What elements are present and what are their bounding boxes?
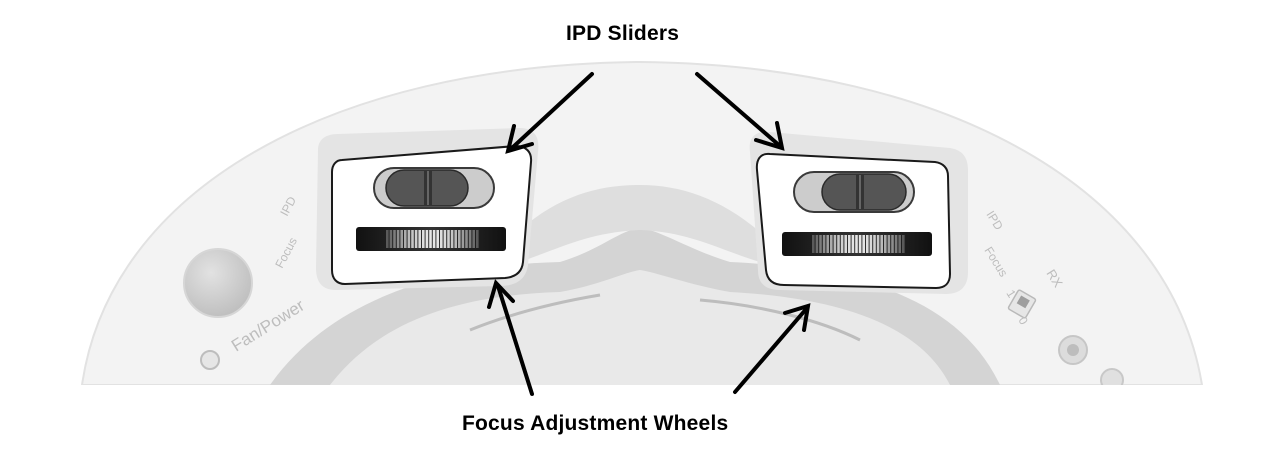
- wheel-knurl: [418, 230, 421, 248]
- wheel-knurl: [447, 230, 450, 248]
- wheel-knurl: [429, 230, 432, 248]
- wheel-knurl: [869, 235, 873, 253]
- wheel-knurl: [819, 235, 822, 253]
- left-focus-wheel[interactable]: [356, 227, 506, 251]
- wheel-knurl: [393, 230, 396, 248]
- wheel-knurl: [855, 235, 858, 253]
- wheel-knurl: [894, 235, 898, 253]
- wheel-knurl: [844, 235, 847, 253]
- wheel-knurl: [812, 235, 815, 253]
- arrow-to-right-focus-wheel: [733, 303, 811, 394]
- wheel-knurl: [411, 230, 414, 248]
- ipd-sliders-label: IPD Sliders: [566, 22, 680, 45]
- left-control-panel: [331, 144, 533, 286]
- wheel-knurl: [833, 235, 837, 253]
- fan-power-button: [183, 248, 253, 318]
- wheel-knurl: [472, 230, 475, 248]
- wheel-knurl: [830, 235, 833, 253]
- wheel-knurl: [443, 230, 447, 248]
- right-focus-wheel[interactable]: [782, 232, 932, 256]
- wheel-knurl: [815, 235, 819, 253]
- wheel-knurl: [876, 235, 880, 253]
- wheel-knurl: [873, 235, 876, 253]
- wheel-knurl: [887, 235, 891, 253]
- wheel-knurl: [891, 235, 894, 253]
- wheel-knurl: [822, 235, 826, 253]
- wheel-knurl: [458, 230, 461, 248]
- wheel-knurl: [414, 230, 418, 248]
- wheel-knurl: [826, 235, 829, 253]
- right-control-panel: [755, 152, 952, 290]
- wheel-knurl: [454, 230, 457, 248]
- wheel-knurl: [422, 230, 425, 248]
- wheel-knurl: [425, 230, 429, 248]
- wheel-knurl: [476, 230, 479, 248]
- wheel-knurl: [440, 230, 443, 248]
- wheel-knurl: [400, 230, 403, 248]
- left-ipd-slider[interactable]: [373, 167, 495, 209]
- wheel-knurl: [898, 235, 901, 253]
- wheel-knurl: [386, 230, 389, 248]
- screw-left: [200, 350, 220, 370]
- wheel-knurl: [880, 235, 883, 253]
- screw-right: [1100, 368, 1124, 385]
- rx-switch: [1007, 289, 1037, 319]
- wheel-knurl: [840, 235, 844, 253]
- wheel-knurl: [866, 235, 869, 253]
- arrow-to-right-ipd-slider: [695, 72, 785, 151]
- wheel-knurl: [407, 230, 411, 248]
- goggle-body: Fan/Power IPD Focus IPD Focus RX 1 0: [80, 60, 1204, 385]
- wheel-knurl: [902, 235, 905, 253]
- focus-adjustment-wheels-label: Focus Adjustment Wheels: [462, 412, 729, 435]
- wheel-knurl: [461, 230, 465, 248]
- wheel-knurl: [862, 235, 865, 253]
- wheel-knurl: [432, 230, 436, 248]
- right-ipd-slider[interactable]: [793, 171, 915, 213]
- arrow-to-left-ipd-slider: [505, 72, 594, 154]
- wheel-knurl: [396, 230, 400, 248]
- arrow-to-left-focus-wheel: [487, 279, 534, 396]
- wheel-knurl: [404, 230, 407, 248]
- wheel-knurl: [450, 230, 454, 248]
- wheel-knurl: [848, 235, 851, 253]
- annotation-arrows: [487, 72, 811, 396]
- wheel-knurl: [851, 235, 855, 253]
- wheel-knurl: [389, 230, 393, 248]
- wheel-knurl: [465, 230, 468, 248]
- wheel-knurl: [436, 230, 439, 248]
- wheel-knurl: [884, 235, 887, 253]
- headphone-jack: [1058, 335, 1088, 365]
- wheel-knurl: [858, 235, 862, 253]
- wheel-knurl: [837, 235, 840, 253]
- wheel-knurl: [468, 230, 472, 248]
